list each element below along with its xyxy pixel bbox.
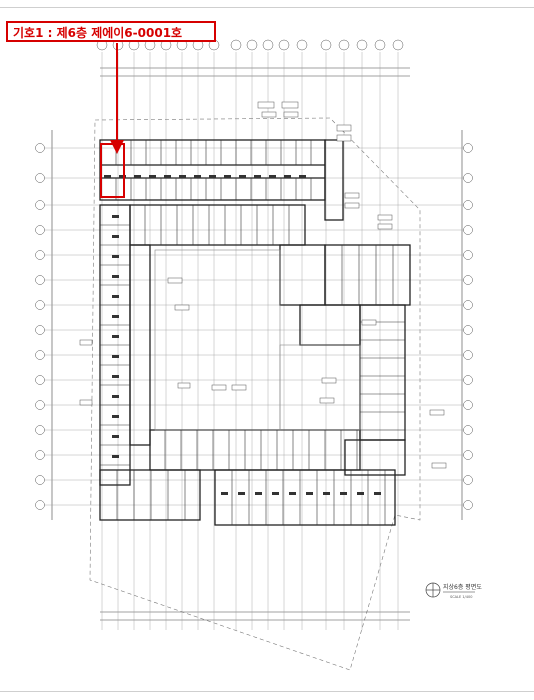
room-tag	[149, 175, 156, 178]
room-tag	[112, 395, 119, 398]
grid-bubble	[463, 425, 473, 435]
grid-bubble	[463, 275, 473, 285]
room-tag	[269, 175, 276, 178]
room-tag	[134, 175, 141, 178]
room-tag	[254, 175, 261, 178]
room-tag	[306, 492, 313, 495]
grid-bubble	[463, 173, 473, 183]
grid-bubble	[463, 475, 473, 485]
grid-bubble	[230, 39, 242, 51]
grid-bubble	[463, 350, 473, 360]
grid-bubble	[463, 225, 473, 235]
room-tag	[112, 415, 119, 418]
grid-bubble	[35, 400, 45, 410]
room-tag	[209, 175, 216, 178]
grid-bubble	[35, 225, 45, 235]
bottom-rule	[0, 691, 534, 692]
room-tag	[112, 375, 119, 378]
callout-label: 기호1 : 제6층 제에이6-0001호	[6, 21, 216, 42]
building-walls	[99, 139, 411, 526]
top-rule	[0, 7, 534, 8]
grid-bubbles	[35, 39, 473, 510]
room-tag	[112, 455, 119, 458]
grid-bubble	[392, 39, 404, 51]
grid-bubble	[35, 250, 45, 260]
room-tag	[239, 175, 246, 178]
room-tag	[112, 355, 119, 358]
legend-scale: SCALE 1/400	[450, 595, 472, 599]
highlighted-unit	[100, 143, 125, 198]
room-partitions	[100, 140, 405, 525]
room-tag	[112, 435, 119, 438]
grid-bubble	[35, 300, 45, 310]
room-tag	[284, 175, 291, 178]
grid-bubble	[35, 425, 45, 435]
grid-bubble	[356, 39, 368, 51]
grid-bubble	[35, 173, 45, 183]
room-tag	[255, 492, 262, 495]
grid-bubble	[463, 450, 473, 460]
room-tag	[164, 175, 171, 178]
grid-bubble	[338, 39, 350, 51]
room-tag	[112, 235, 119, 238]
room-tag	[272, 492, 279, 495]
legend-title: 지상6층 평면도	[443, 583, 482, 591]
grid-bubble	[463, 500, 473, 510]
grid-bubble	[35, 500, 45, 510]
grid-bubble	[35, 350, 45, 360]
room-tag	[104, 175, 111, 178]
grid-bubble	[278, 39, 290, 51]
north-arrow-icon	[425, 582, 441, 598]
room-tag	[221, 492, 228, 495]
room-tag	[119, 175, 126, 178]
grid-bubble	[35, 325, 45, 335]
grid-bubble	[262, 39, 274, 51]
grid-bubble	[35, 200, 45, 210]
grid-bubble	[463, 300, 473, 310]
grid-bubble	[296, 39, 308, 51]
grid-bubble	[463, 200, 473, 210]
grid-bubble	[463, 375, 473, 385]
room-tag	[112, 315, 119, 318]
site-boundary	[89, 117, 421, 671]
grid-bubble	[463, 325, 473, 335]
callout-arrow-line	[116, 43, 118, 143]
room-tag	[112, 335, 119, 338]
annotation-tags	[79, 101, 447, 469]
grid-bubble	[463, 143, 473, 153]
room-tag	[112, 255, 119, 258]
room-tag	[224, 175, 231, 178]
grid-bubble	[246, 39, 258, 51]
room-tag	[323, 492, 330, 495]
grid-bubble	[35, 275, 45, 285]
vertical-grid-lines	[101, 52, 399, 630]
room-tag	[179, 175, 186, 178]
room-tag	[194, 175, 201, 178]
grid-bubble	[35, 450, 45, 460]
grid-bubble	[374, 39, 386, 51]
room-tag	[112, 215, 119, 218]
room-tag	[238, 492, 245, 495]
grid-bubble	[463, 250, 473, 260]
room-tag	[374, 492, 381, 495]
grid-bubble	[35, 375, 45, 385]
grid-bubble	[35, 143, 45, 153]
room-tag	[112, 295, 119, 298]
grid-bubble	[35, 475, 45, 485]
grid-bubble	[320, 39, 332, 51]
room-tag	[357, 492, 364, 495]
room-labels	[104, 175, 381, 495]
room-tag	[299, 175, 306, 178]
room-tag	[112, 275, 119, 278]
room-tag	[340, 492, 347, 495]
grid-bubble	[463, 400, 473, 410]
room-tag	[289, 492, 296, 495]
